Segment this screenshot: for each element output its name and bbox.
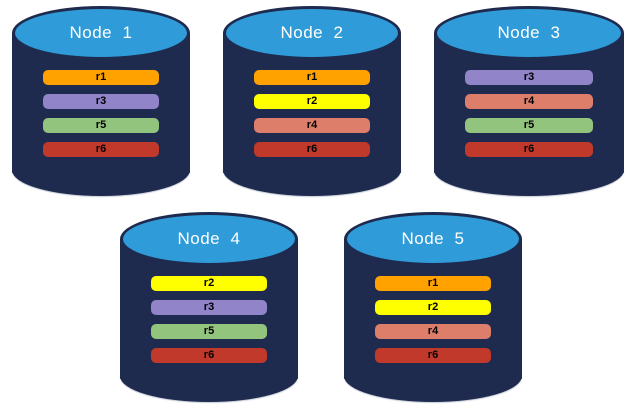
replica-bar: r1 (254, 70, 370, 85)
replica-bar-stack: r1 r2 r4 r6 (254, 70, 370, 157)
node-title: Node 3 (497, 23, 561, 42)
cylinder-top: Node 2 (223, 6, 401, 60)
node-4-cylinder: Node 4 r2 r3 r5 r6 (120, 212, 298, 402)
node-title: Node 5 (401, 229, 465, 248)
replica-bar: r6 (43, 142, 159, 157)
replica-bar: r2 (151, 276, 267, 291)
replica-bar: r4 (465, 94, 593, 109)
node-3-cylinder: Node 3 r3 r4 r5 r6 (434, 6, 624, 196)
replica-bar: r1 (375, 276, 491, 291)
node-title: Node 2 (280, 23, 344, 42)
replica-bar: r3 (465, 70, 593, 85)
replica-bar: r5 (43, 118, 159, 133)
node-2-cylinder: Node 2 r1 r2 r4 r6 (223, 6, 401, 196)
replica-bar: r5 (465, 118, 593, 133)
replica-bar: r6 (465, 142, 593, 157)
replica-bar: r6 (254, 142, 370, 157)
cylinder-top: Node 4 (120, 212, 298, 266)
node-1-cylinder: Node 1 r1 r3 r5 r6 (12, 6, 190, 196)
replica-bar: r5 (151, 324, 267, 339)
cylinder-top: Node 5 (344, 212, 522, 266)
cylinder-top: Node 1 (12, 6, 190, 60)
replica-bar: r4 (254, 118, 370, 133)
replica-bar: r6 (375, 348, 491, 363)
replica-bar: r3 (43, 94, 159, 109)
replica-bar-stack: r1 r3 r5 r6 (43, 70, 159, 157)
node-title: Node 1 (69, 23, 133, 42)
replica-bar: r1 (43, 70, 159, 85)
replica-bar-stack: r1 r2 r4 r6 (375, 276, 491, 363)
replica-bar: r6 (151, 348, 267, 363)
replica-bar: r4 (375, 324, 491, 339)
replica-bar-stack: r3 r4 r5 r6 (465, 70, 593, 157)
replica-bar: r2 (254, 94, 370, 109)
replica-bar: r2 (375, 300, 491, 315)
node-5-cylinder: Node 5 r1 r2 r4 r6 (344, 212, 522, 402)
cylinder-top: Node 3 (434, 6, 624, 60)
replica-bar: r3 (151, 300, 267, 315)
node-title: Node 4 (177, 229, 241, 248)
replica-bar-stack: r2 r3 r5 r6 (151, 276, 267, 363)
